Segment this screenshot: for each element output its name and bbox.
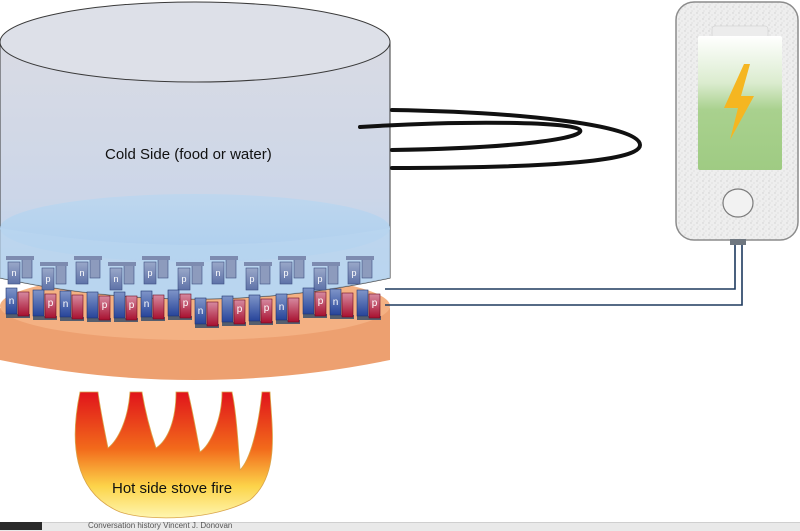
charging-port [730,239,746,245]
module-back-letter: n [113,274,118,284]
module-front-10: n [275,293,300,324]
lightning-bolt-icon [724,64,754,140]
module-back-5: p [176,262,204,291]
module-back-letter: n [79,268,84,278]
module-front-8: p [221,295,246,326]
module-front-letter: p [237,304,243,315]
module-front-letter: p [129,300,135,311]
module-front-13: p [356,289,381,320]
module-front-letter: n [9,296,15,307]
module-front-11: p [302,287,327,318]
module-front-0: n [5,287,30,318]
module-back-letter: p [249,274,254,284]
home-button [722,188,754,218]
module-front-6: p [167,289,192,320]
module-back-letter: p [45,274,50,284]
module-back-6: n [210,256,238,285]
module-front-5: n [140,290,165,321]
module-front-12: n [329,288,354,319]
module-front-letter: n [333,297,339,308]
module-front-9: p [248,294,273,325]
module-front-2: n [59,290,84,321]
module-back-7: p [244,262,272,291]
module-back-10: p [346,256,374,285]
module-front-7: n [194,297,219,328]
module-back-letter: n [215,268,220,278]
module-back-0: n [6,256,34,285]
module-back-1: p [40,262,68,291]
hot-side-label: Hot side stove fire [112,480,233,497]
pot-wires [358,108,643,170]
module-back-8: p [278,256,306,285]
module-back-letter: p [283,268,288,278]
module-front-letter: p [264,303,270,314]
module-front-letter: p [102,300,108,311]
module-front-letter: p [48,298,54,309]
module-back-letter: p [351,268,356,278]
module-back-3: n [108,262,136,291]
bottom-caption-strip [0,522,800,531]
module-front-letter: n [198,306,204,317]
module-back-letter: p [181,274,186,284]
module-front-letter: p [372,298,378,309]
module-back-letter: p [317,274,322,284]
module-front-letter: n [279,302,285,313]
bottom-caption-dark-block [0,522,42,530]
module-front-letter: p [183,298,189,309]
module-front-4: p [113,291,138,322]
module-front-1: p [32,289,57,320]
module-front-letter: n [144,299,150,310]
bottom-caption-text: Conversation history Vincent J. Donovan [88,522,233,530]
cold-pot [0,1,391,300]
module-front-letter: p [318,296,324,307]
cold-side-label: Cold Side (food or water) [105,146,272,163]
module-back-4: p [142,256,170,285]
stove-flame [74,391,273,519]
smartphone-icon [675,1,799,245]
module-back-letter: p [147,268,152,278]
module-front-letter: n [63,299,69,310]
module-back-9: p [312,262,340,291]
module-back-letter: n [11,268,16,278]
module-front-3: p [86,291,111,322]
module-back-2: n [74,256,102,285]
charging-wires [385,244,743,306]
